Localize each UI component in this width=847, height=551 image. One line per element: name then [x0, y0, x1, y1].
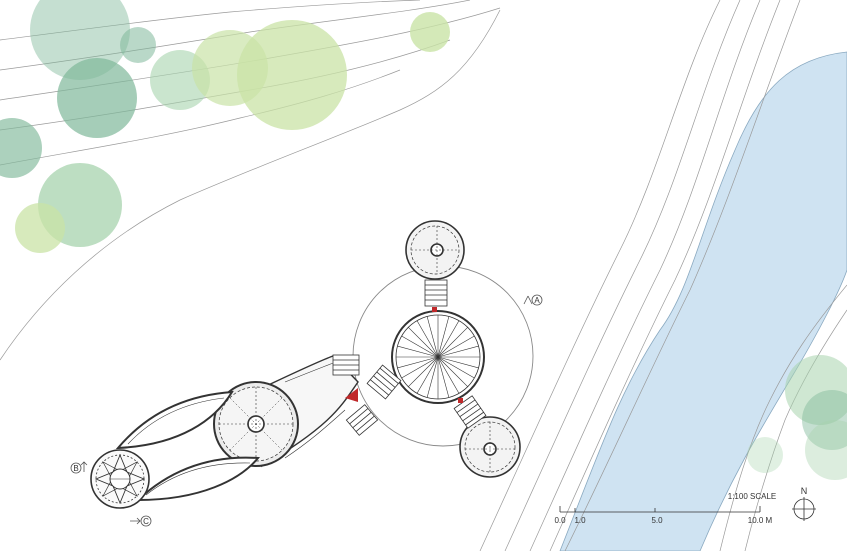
dome-spoke — [397, 345, 439, 358]
southeast-stairs — [453, 395, 487, 429]
corridor-stairs-north — [332, 354, 360, 376]
entrance-marker — [345, 388, 358, 402]
dome-spoke — [437, 335, 475, 358]
section-marker-c: C — [130, 515, 152, 527]
dome-spoke — [437, 356, 475, 379]
scale-tick-5: 5.0 — [651, 516, 663, 525]
leaf-wing-north — [115, 390, 234, 450]
dome-spoke — [437, 320, 460, 358]
svg-text:B: B — [73, 464, 78, 473]
scale-tick-0: 0.0 — [554, 516, 566, 525]
tree — [237, 20, 347, 130]
svg-text:C: C — [143, 517, 149, 526]
dome-spoke — [401, 335, 439, 358]
dome-spoke — [401, 356, 439, 379]
svg-text:A: A — [534, 296, 540, 305]
trees-cluster — [0, 0, 847, 480]
tree — [15, 203, 65, 253]
dome-spoke — [437, 356, 460, 394]
section-marker-a: A — [523, 294, 543, 306]
dome-spoke — [437, 316, 450, 358]
dome-spoke — [437, 356, 468, 387]
scale-bar: 1:100 SCALE 0.0 1.0 5.0 10.0 M — [554, 492, 776, 525]
scale-tick-10: 10.0 M — [748, 516, 773, 525]
west-stairs — [366, 364, 402, 400]
dome-spoke — [426, 316, 439, 358]
north-door-marker — [432, 307, 437, 312]
leaf-wing-south — [135, 456, 261, 502]
section-marker-b: B — [70, 461, 88, 474]
corridor-stairs-south — [345, 404, 379, 436]
dome-spoke — [437, 356, 479, 369]
north-label: N — [801, 486, 808, 496]
tree — [747, 437, 783, 473]
tree — [805, 420, 847, 480]
scale-title: 1:100 SCALE — [728, 492, 776, 501]
tree — [120, 27, 156, 63]
river-water — [559, 51, 847, 551]
tree — [802, 390, 847, 450]
tree — [410, 12, 450, 52]
tree — [0, 118, 42, 178]
north-arrow-icon: N — [792, 486, 816, 521]
north-stairs — [424, 279, 448, 307]
tree — [785, 355, 847, 425]
tree — [57, 58, 137, 138]
dome-spoke — [397, 356, 439, 369]
southeast-door-marker — [458, 398, 463, 403]
dome-spoke — [437, 327, 468, 358]
dome-spoke — [416, 320, 439, 358]
dome-spoke — [416, 356, 439, 394]
pavilion-structure — [90, 220, 534, 509]
dome-spoke — [408, 356, 439, 387]
dome-spoke — [426, 356, 439, 398]
scale-tick-1: 1.0 — [574, 516, 586, 525]
dome-spoke — [408, 327, 439, 358]
dome-spoke — [437, 356, 450, 398]
star-pattern — [94, 453, 146, 505]
dome-spoke — [437, 345, 479, 358]
contour-lines-east — [479, 0, 847, 551]
